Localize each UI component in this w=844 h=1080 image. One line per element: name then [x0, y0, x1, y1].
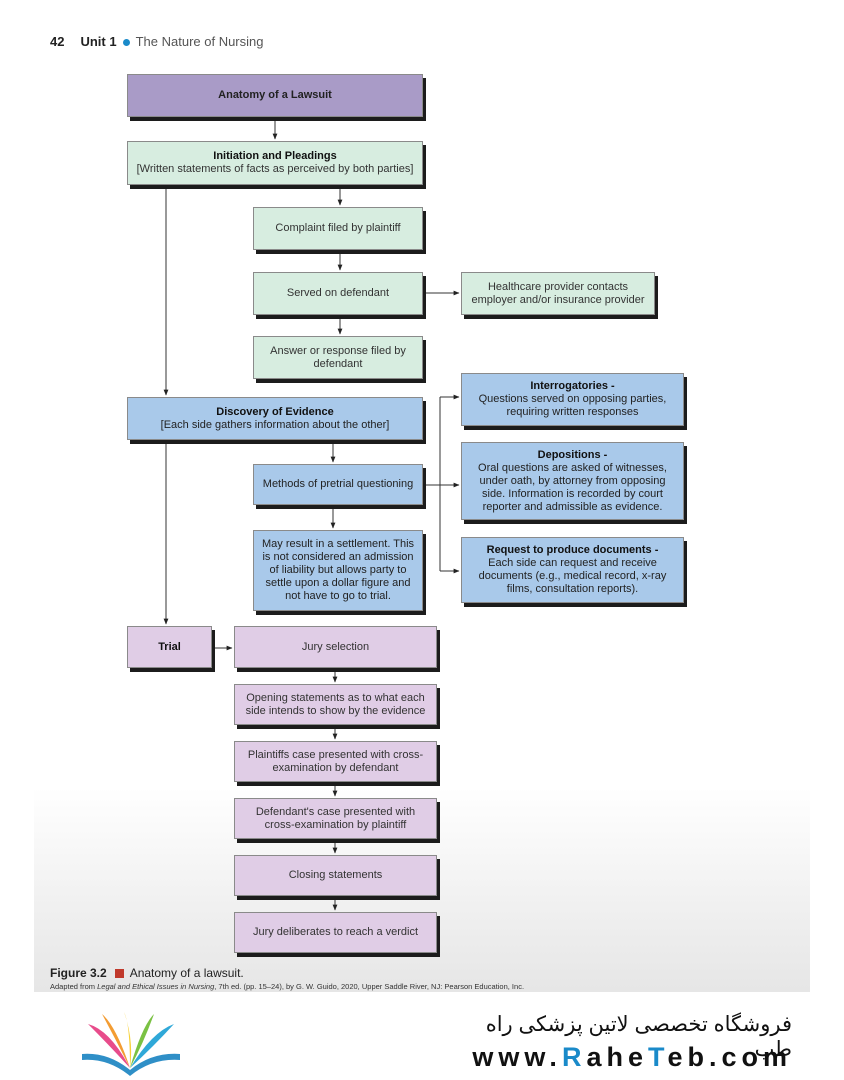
complaint-box: Complaint filed by plaintiff: [253, 207, 423, 250]
request-text: Each side can request and receive docume…: [478, 557, 667, 595]
settlement-box: May result in a settlement. This is not …: [253, 530, 423, 611]
source-prefix: Adapted from: [50, 982, 98, 991]
interrogatories-title: Interrogatories -: [530, 380, 615, 392]
page-number: 42: [50, 34, 65, 49]
plaintiff-case-text: Plaintiffs case presented with cross-exa…: [247, 748, 424, 774]
request-box: Request to produce documents - Each side…: [461, 537, 684, 603]
served-text: Served on defendant: [286, 287, 390, 299]
healthcare-box: Healthcare provider contacts employer an…: [461, 272, 655, 315]
jury-box: Jury selection: [234, 626, 437, 668]
closing-box: Closing statements: [234, 855, 437, 896]
served-box: Served on defendant: [253, 272, 423, 315]
defendant-case-box: Defendant's case presented with cross-ex…: [234, 798, 437, 839]
watermark-url-suffix: eb.com: [667, 1042, 792, 1072]
unit-label: Unit 1: [80, 34, 117, 49]
figure-caption: Figure 3.2 Anatomy of a lawsuit.: [50, 966, 244, 980]
discovery-box: Discovery of Evidence [Each side gathers…: [127, 397, 423, 440]
initiation-box: Initiation and Pleadings [Written statem…: [127, 141, 423, 185]
methods-text: Methods of pretrial questioning: [262, 478, 414, 490]
depositions-box: Depositions - Oral questions are asked o…: [461, 442, 684, 520]
interrogatories-box: Interrogatories - Questions served on op…: [461, 373, 684, 426]
opening-text: Opening statements as to what each side …: [245, 691, 426, 717]
verdict-text: Jury deliberates to reach a verdict: [252, 926, 419, 938]
watermark-persian-text: فروشگاه تخصصی لاتین پزشکی راه طب: [485, 1013, 792, 1061]
trial-text: Trial: [158, 640, 181, 653]
bullet-dot-icon: [122, 38, 130, 46]
answer-text: Answer or response filed by defendant: [270, 344, 406, 370]
plaintiff-case-box: Plaintiffs case presented with cross-exa…: [234, 741, 437, 782]
watermark-url-mid: ahe: [586, 1042, 648, 1072]
figure-source: Adapted from Legal and Ethical Issues in…: [50, 982, 524, 991]
jury-text: Jury selection: [301, 640, 370, 653]
initiation-subtitle: [Written statements of facts as perceive…: [136, 163, 414, 175]
source-details: , 7th ed. (pp. 15–24), by G. W. Guido, 2…: [214, 982, 525, 991]
interrogatories-text: Questions served on opposing parties, re…: [478, 393, 667, 418]
healthcare-text: Healthcare provider contacts employer an…: [471, 280, 645, 306]
watermark-url-r: R: [561, 1042, 587, 1072]
initiation-title: Initiation and Pleadings: [213, 150, 337, 162]
depositions-title: Depositions -: [537, 448, 608, 461]
watermark-url-t: T: [647, 1042, 668, 1072]
closing-text: Closing statements: [288, 869, 383, 881]
methods-box: Methods of pretrial questioning: [253, 464, 423, 505]
book-logo-icon: [82, 1012, 180, 1076]
anatomy-box: Anatomy of a Lawsuit: [127, 74, 423, 117]
figure-label: Figure 3.2: [50, 966, 107, 980]
discovery-subtitle: [Each side gathers information about the…: [160, 418, 390, 431]
page-header: 42 Unit 1 The Nature of Nursing: [50, 34, 264, 49]
answer-box: Answer or response filed by defendant: [253, 336, 423, 379]
request-title: Request to produce documents -: [486, 544, 659, 556]
opening-box: Opening statements as to what each side …: [234, 684, 437, 725]
watermark-url-prefix: www.: [472, 1042, 562, 1072]
chapter-title: The Nature of Nursing: [135, 34, 264, 49]
complaint-text: Complaint filed by plaintiff: [275, 222, 401, 234]
defendant-case-text: Defendant's case presented with cross-ex…: [255, 805, 416, 831]
figure-caption-text: Anatomy of a lawsuit.: [129, 966, 244, 980]
watermark-url: www.RaheTeb.com: [448, 1042, 792, 1073]
anatomy-title: Anatomy of a Lawsuit: [218, 89, 332, 101]
depositions-text: Oral questions are asked of witnesses, u…: [478, 461, 667, 513]
discovery-title: Discovery of Evidence: [216, 405, 334, 418]
source-title: Legal and Ethical Issues in Nursing: [97, 982, 215, 991]
settlement-text: May result in a settlement. This is not …: [261, 538, 415, 602]
caption-square-icon: [114, 969, 124, 979]
trial-box: Trial: [127, 626, 212, 668]
verdict-box: Jury deliberates to reach a verdict: [234, 912, 437, 953]
